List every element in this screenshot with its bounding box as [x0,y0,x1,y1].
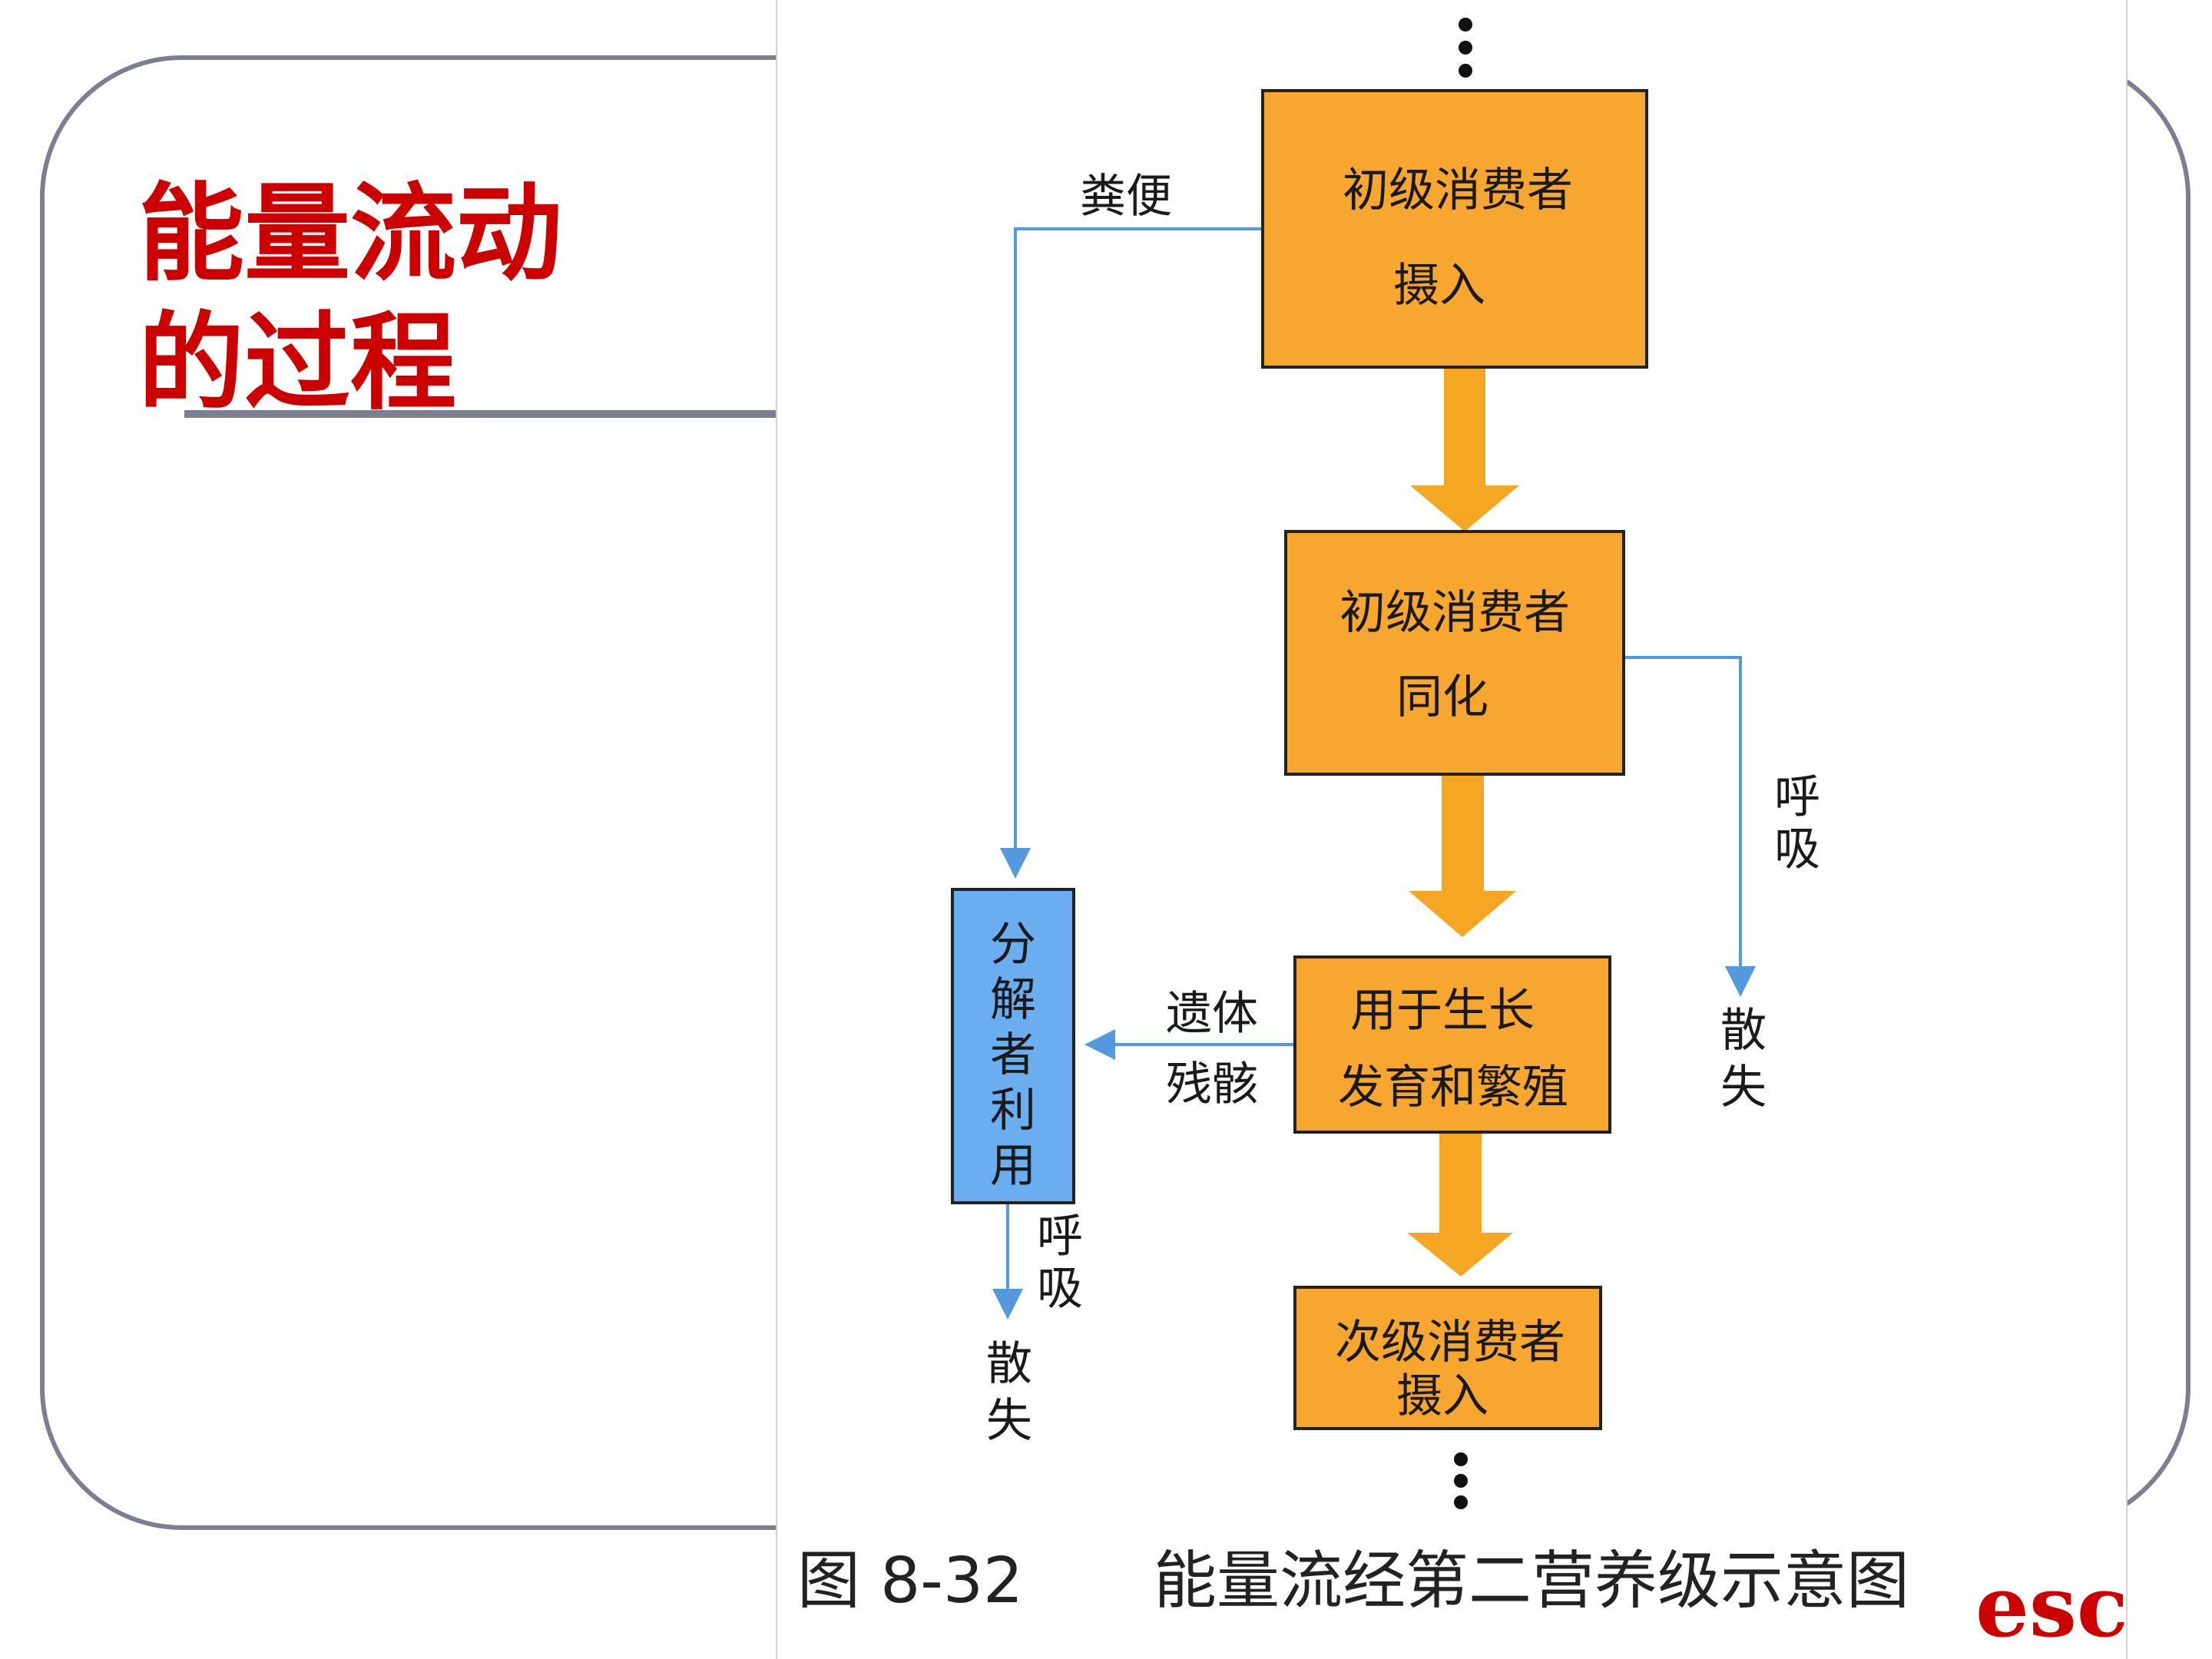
label-feces: 粪便 [1080,170,1172,224]
box-assimilation-line1: 初级消费者 [1339,586,1570,640]
energy-flow-diagram: 初级消费者 摄入 初级消费者 同化 用于生长 发育和繁殖 次级消费者 摄入 分 … [797,18,2126,1656]
bottom-continuation-dots [1454,1452,1468,1509]
box-secondary-consumer-intake: 次级消费者 摄入 [1293,1286,1602,1430]
arrow-feces-to-decomposer [1000,227,1261,879]
label-lost-right-1: 散 [1720,1004,1767,1058]
label-respiration-left-2: 吸 [1037,1262,1083,1316]
arrow-respiration-right [1625,656,1756,997]
top-continuation-dots [1459,18,1472,78]
box-growth-reproduction: 用于生长 发育和繁殖 [1293,955,1611,1134]
box-next-line1: 次级消费者 [1335,1316,1565,1369]
label-remains-line2: 残骸 [1166,1058,1258,1111]
arrow-assimilation-to-growth [1409,776,1516,937]
box-assimilation-line2: 同化 [1396,671,1488,724]
box-primary-consumer-assimilation: 初级消费者 同化 [1284,530,1625,776]
caption-number: 图 8-32 [797,1545,1023,1618]
label-remains-line1: 遗体 [1166,987,1258,1041]
box-decomposer-use: 分 解 者 利 用 [951,888,1075,1204]
label-lost-left-2: 失 [986,1394,1032,1448]
decomposer-char-2: 解 [990,973,1036,1027]
label-lost-right-2: 失 [1720,1061,1767,1114]
decomposer-char-3: 者 [990,1028,1036,1082]
box-primary-consumer-intake: 初级消费者 摄入 [1261,89,1648,369]
caption-text: 能量流经第二营养级示意图 [1154,1545,1909,1618]
decomposer-char-4: 利 [990,1084,1036,1137]
decomposer-char-5: 用 [990,1139,1036,1193]
box-growth-line1: 用于生长 [1350,984,1535,1038]
label-lost-left-1: 散 [986,1337,1032,1391]
figure-panel: 初级消费者 摄入 初级消费者 同化 用于生长 发育和繁殖 次级消费者 摄入 分 … [776,0,2128,1659]
arrow-intake-to-assimilation [1410,369,1519,531]
label-respiration-right-1: 呼 [1774,770,1820,824]
slide-title: 能量流动 的过程 [138,169,722,427]
slide-title-line2: 的过程 [138,300,457,425]
box-intake-line1: 初级消费者 [1343,164,1573,217]
watermark-text: esc [1975,1557,2126,1656]
label-respiration-left-1: 呼 [1037,1210,1083,1263]
label-respiration-right-2: 吸 [1774,823,1820,876]
decomposer-char-1: 分 [990,918,1036,972]
slide-title-line1: 能量流动 [138,171,563,296]
box-growth-line2: 发育和繁殖 [1338,1061,1568,1114]
box-intake-line2: 摄入 [1393,259,1485,313]
arrow-growth-to-next [1407,1133,1513,1277]
box-next-line2: 摄入 [1396,1369,1488,1423]
